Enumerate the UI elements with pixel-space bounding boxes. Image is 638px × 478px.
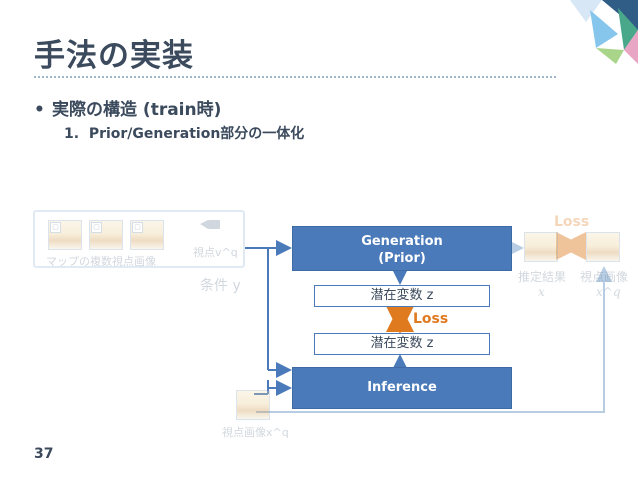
loss-label-center: Loss [413,311,449,327]
inference-box: Inference [292,367,512,409]
title-divider [34,76,556,78]
slide-number: 37 [34,446,54,462]
prior-label: (Prior) [378,251,426,266]
generation-label: Generation [361,234,443,249]
generation-prior-box: Generation (Prior) [292,226,512,271]
latent-top-label: 潜在変数 z [370,288,434,303]
bullet-dot: • [34,100,45,120]
bullet-level2-text: Prior/Generation部分の一体化 [88,126,305,142]
line-viewimage-to-target [256,266,612,413]
latent-variable-bottom: 潜在変数 z [314,333,490,355]
bullet-level2-number: 1. [64,126,80,142]
bullet-level1-text: 実際の構造 (train時) [52,100,222,120]
latent-variable-top: 潜在変数 z [314,285,490,307]
corner-triangle-decoration [570,0,638,64]
inference-label: Inference [367,380,437,395]
bullet-level2: 1. Prior/Generation部分の一体化 [64,123,304,143]
bullet-level1: • 実際の構造 (train時) [34,95,221,120]
latent-bottom-label: 潜在変数 z [370,336,434,351]
page-title: 手法の実装 [34,38,194,74]
